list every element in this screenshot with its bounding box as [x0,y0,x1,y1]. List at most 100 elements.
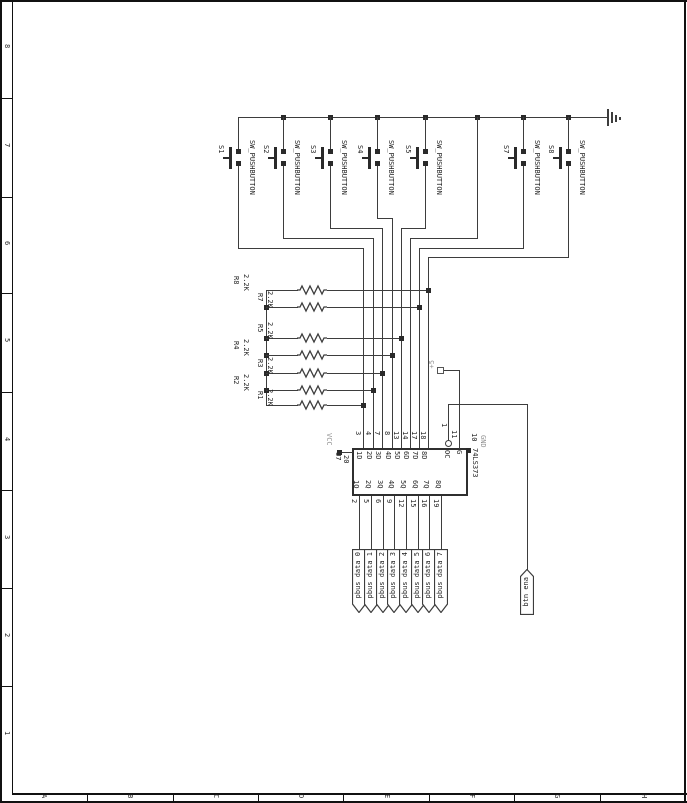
gnd-pad [466,448,471,453]
button-ref-label: S8 [547,145,555,154]
ic-pin-number: 10 [470,433,478,442]
border-right [684,0,686,803]
resistor-ref-label: R1 [256,391,264,400]
staircase-wire [410,238,478,239]
zone-label-col: B [126,794,134,799]
pushbutton-terminal [566,161,571,166]
pushbutton-terminal [375,149,380,154]
ic-pin-number: 7 [373,431,381,436]
ic-pin-label: 7D [411,451,419,460]
net-flag-label: pbus data 6 [424,552,432,599]
pushbutton-terminal [423,161,428,166]
button-part-label: SW_PUSHBUTTON [435,140,443,195]
zone-tick-bottom [600,794,601,803]
ic-pin-label: 5Q [399,480,407,489]
net-flag-pbus-data-7 [434,549,448,613]
ic-pin-label: 6D [402,451,410,460]
output-wire [441,496,442,550]
zone-tick-left [1,588,13,589]
pushbutton-terminal [566,149,571,154]
pushbutton-terminal [236,161,241,166]
direct-wire [477,117,478,239]
resistor-lead [266,405,298,406]
ic-ref-label: U7 [334,452,342,461]
resistor-lead [327,307,420,308]
resistor-lead [327,355,393,356]
button-ref-label: S4 [356,145,364,154]
resistor-ref-label: R8 [232,276,240,285]
net-flag-label: btn ena [522,577,530,607]
earth-ground-icon [611,112,613,123]
resistor-junction [399,336,404,341]
pushbutton-actuator-bar [321,147,324,169]
bundle-wire [428,257,429,449]
button-bottom-wire [283,166,284,239]
staircase-wire [419,248,524,249]
power-label-gnd: GND [479,435,487,448]
ic-pin-number: 8 [383,431,391,436]
ic-pin-label: 8D [420,451,428,460]
net-flag-pbus-data-4 [399,549,413,613]
ic-pin-label: 3Q [376,480,384,489]
button-part-label: SW_PUSHBUTTON [340,140,348,195]
resistor-lead [266,390,298,391]
zone-tick-left [1,197,13,198]
button-ref-label: S2 [262,145,270,154]
ic-pin-number: 5 [362,499,370,504]
button-part-label: SW_PUSHBUTTON [387,140,395,195]
pushbutton-actuator-stem [508,157,514,159]
ic-body [352,448,468,496]
border-left-outer [0,0,2,803]
net-flag-pbus-data-3 [387,549,401,613]
ic-pin-label: 1Q [352,480,360,489]
resistor-value-label: 2.2K [266,389,274,406]
button-bottom-wire [523,166,524,249]
resistor-value-label: 2.2K [242,274,250,291]
resistor-lead [266,373,298,374]
net-flag-label: pbus data 4 [401,552,409,599]
pushbutton-terminal [521,149,526,154]
zone-label-col: A [40,794,48,799]
ic-pin-label: OC [443,450,451,459]
ic-pin-label: 3D [374,451,382,460]
earth-ground-icon [615,115,617,122]
g-wire [459,370,460,449]
zone-tick-left [1,686,13,687]
button-bottom-wire [425,166,426,229]
vcc-pad [337,450,342,455]
output-wire [406,496,407,550]
pushbutton-actuator-stem [410,157,416,159]
border-top [0,0,687,2]
pushbutton-terminal [328,149,333,154]
ic-pin-number: 6 [374,499,382,504]
resistor-value-label: 2.2K [266,291,274,308]
resistor-ref-label: R7 [256,293,264,302]
zone-label-row: 4 [3,437,11,442]
net-flag-label: pbus data 2 [378,552,386,599]
bundle-wire [392,218,393,449]
bundle-wire [419,248,420,449]
staircase-wire [283,238,374,239]
net-flag-label: pbus data 1 [366,552,374,599]
pushbutton-actuator-stem [268,157,274,159]
pushbutton-terminal [375,161,380,166]
zone-label-row: 8 [3,44,11,49]
pushbutton-terminal [281,149,286,154]
ic-pin-number: 14 [401,431,409,440]
resistor-lead [327,290,429,291]
pushbutton-actuator-bar [514,147,517,169]
ic-pin-label: 5D [393,451,401,460]
resistor-symbol [296,384,328,396]
output-wire [371,496,372,550]
ic-pin-number: 15 [409,499,417,508]
net-flag-pbus-data-6 [422,549,436,613]
ic-pin-number: 11 [450,430,458,439]
net-flag-label: pbus data 7 [436,552,444,599]
button-ref-label: S5 [404,145,412,154]
power-label-vcc: VCC [325,433,333,446]
net-flag-label: pbus data 3 [389,552,397,599]
border-left-inner [12,0,13,795]
pushbutton-actuator-stem [553,157,559,159]
ic-pin-number: 3 [354,431,362,436]
pushbutton-actuator-bar [368,147,371,169]
